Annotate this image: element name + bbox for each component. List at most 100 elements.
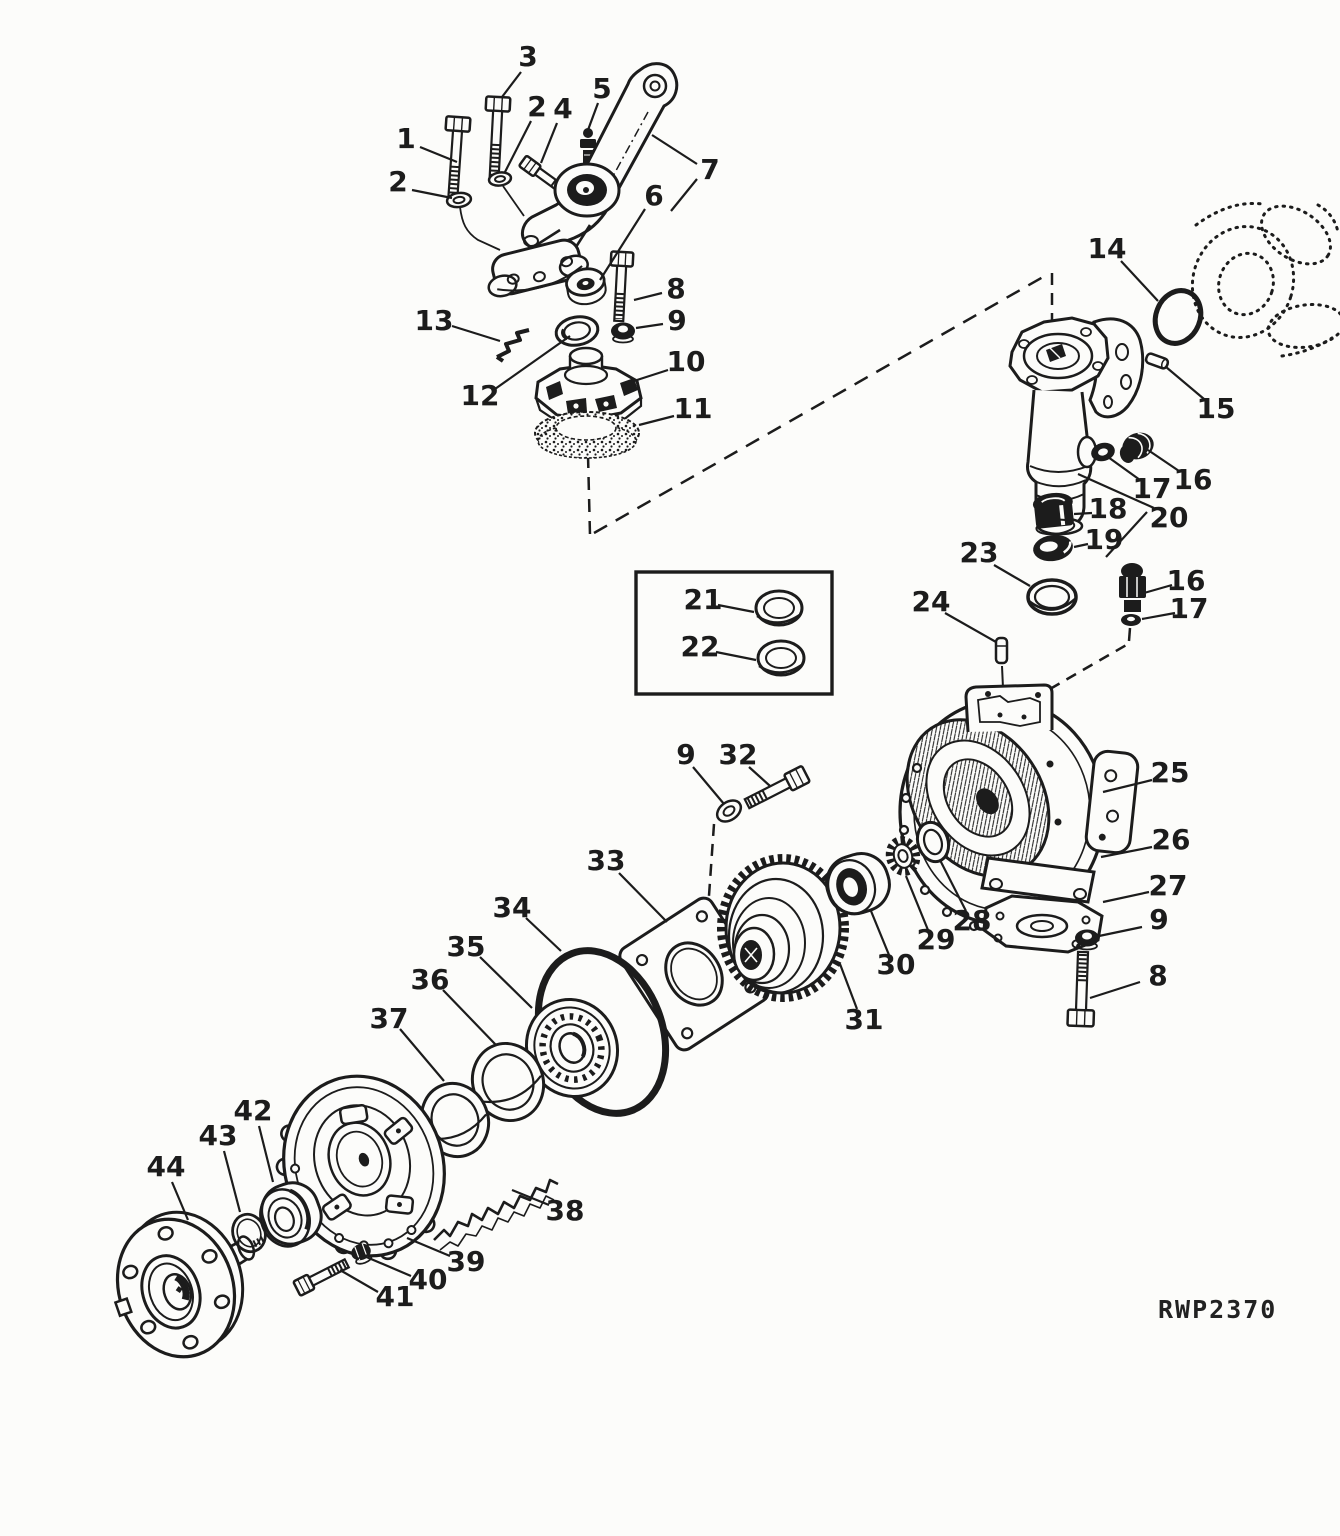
- callout-35: 35: [447, 930, 486, 963]
- o-ring-43: [231, 1212, 267, 1254]
- clip-13: [495, 328, 530, 363]
- leader-line-29: [904, 875, 930, 931]
- callout-18: 18: [1089, 492, 1128, 525]
- callout-30: 30: [877, 948, 916, 981]
- callout-34: 34: [493, 891, 532, 924]
- seal-36: [470, 1041, 546, 1123]
- leader-line-9: [635, 322, 664, 330]
- callout-14: 14: [1088, 232, 1127, 265]
- wheel-hub-assembly: [113, 1181, 373, 1359]
- callout-43: 43: [199, 1119, 238, 1152]
- leader-line-13: [451, 324, 501, 343]
- callout-21: 21: [684, 583, 723, 616]
- leader-line-10: [636, 368, 669, 382]
- carrier-cover-39: [275, 1074, 446, 1261]
- leader-line-34: [525, 917, 562, 952]
- leader-line-17: [1107, 456, 1141, 481]
- ring-22: [756, 639, 806, 677]
- steering-arm-7: [487, 62, 679, 298]
- callout-17: 17: [1170, 592, 1209, 625]
- callout-37: 37: [370, 1002, 409, 1035]
- leader-line-8: [1089, 980, 1141, 1000]
- callout-8: 8: [666, 272, 685, 305]
- callout-23: 23: [960, 536, 999, 569]
- bolt-3: [484, 95, 512, 183]
- ring-23: [1026, 578, 1078, 616]
- ring-21: [754, 589, 804, 627]
- bushing-18: [1032, 492, 1076, 536]
- callout-9: 9: [676, 738, 695, 771]
- callout-5: 5: [592, 72, 611, 105]
- callout-16: 16: [1167, 564, 1206, 597]
- leader-line-7: [651, 134, 698, 165]
- leader-line-26: [1100, 845, 1153, 859]
- callout-6: 6: [644, 179, 663, 212]
- callout-29: 29: [917, 923, 956, 956]
- leader-line-27: [1102, 890, 1150, 904]
- callout-10: 10: [667, 345, 706, 378]
- callout-2: 2: [388, 165, 407, 198]
- leader-line-5: [586, 102, 600, 131]
- nut-9-right: [1075, 929, 1099, 951]
- assembly-dashed-lines: [586, 271, 1132, 911]
- bolt-8-right: [1066, 950, 1096, 1028]
- bearing-6: [565, 267, 607, 306]
- leader-line-16: [1147, 449, 1180, 472]
- washer-17-lower: [1121, 614, 1141, 626]
- leader-line-3: [501, 71, 522, 98]
- washer-9-mid: [715, 799, 743, 823]
- callout-9: 9: [1149, 903, 1168, 936]
- callout-19: 19: [1085, 523, 1124, 556]
- leader-line-41: [339, 1269, 379, 1293]
- leader-line-42: [257, 1125, 275, 1183]
- callout-41: 41: [376, 1280, 415, 1313]
- housing-25: [898, 683, 1140, 932]
- bolt-8-upper: [609, 250, 635, 323]
- callout-16: 16: [1174, 463, 1213, 496]
- washer-2a: [445, 191, 473, 209]
- bearing-cup-11: [534, 411, 640, 459]
- nut-9-upper: [611, 322, 635, 344]
- leader-line-43: [222, 1150, 242, 1213]
- callout-36: 36: [411, 963, 450, 996]
- leader-line-21: [717, 603, 755, 614]
- callout-39: 39: [447, 1245, 486, 1278]
- pin-24: [994, 636, 1009, 689]
- callout-1: 1: [396, 122, 415, 155]
- leader-line-30: [869, 910, 891, 956]
- callout-42: 42: [234, 1094, 273, 1127]
- leader-line-40: [363, 1254, 412, 1278]
- callout-38: 38: [546, 1194, 585, 1227]
- callout-28: 28: [953, 904, 992, 937]
- leader-line-7: [670, 178, 698, 212]
- leader-line-16: [1143, 583, 1173, 595]
- callout-26: 26: [1152, 823, 1191, 856]
- knuckle-housing-assembly: [994, 288, 1204, 689]
- leader-line-1: [419, 145, 458, 164]
- callout-20: 20: [1150, 501, 1189, 534]
- leader-line-9: [1098, 925, 1143, 938]
- leader-line-32: [748, 766, 771, 787]
- steering-arm-assembly: [444, 62, 679, 459]
- callout-24: 24: [912, 585, 951, 618]
- callout-11: 11: [674, 392, 713, 425]
- leader-line-24: [944, 612, 997, 643]
- callout-22: 22: [681, 630, 720, 663]
- bolt-41: [292, 1257, 351, 1297]
- callout-2: 2: [527, 90, 546, 123]
- carrier-assembly: [275, 1074, 559, 1261]
- kingpin-quill-10: [534, 346, 643, 429]
- star-washer-29: [885, 836, 921, 876]
- callout-4: 4: [553, 92, 572, 125]
- gasket-strip-38-edge: [439, 1195, 555, 1251]
- o-ring-14: [1152, 288, 1204, 346]
- leader-line-39: [406, 1236, 451, 1258]
- figure-code: RWP2370: [1158, 1295, 1277, 1324]
- callout-25: 25: [1151, 756, 1190, 789]
- callout-40: 40: [409, 1263, 448, 1296]
- callout-33: 33: [587, 844, 626, 877]
- bolt-32: [743, 765, 811, 810]
- bearing-race-28: [915, 820, 951, 864]
